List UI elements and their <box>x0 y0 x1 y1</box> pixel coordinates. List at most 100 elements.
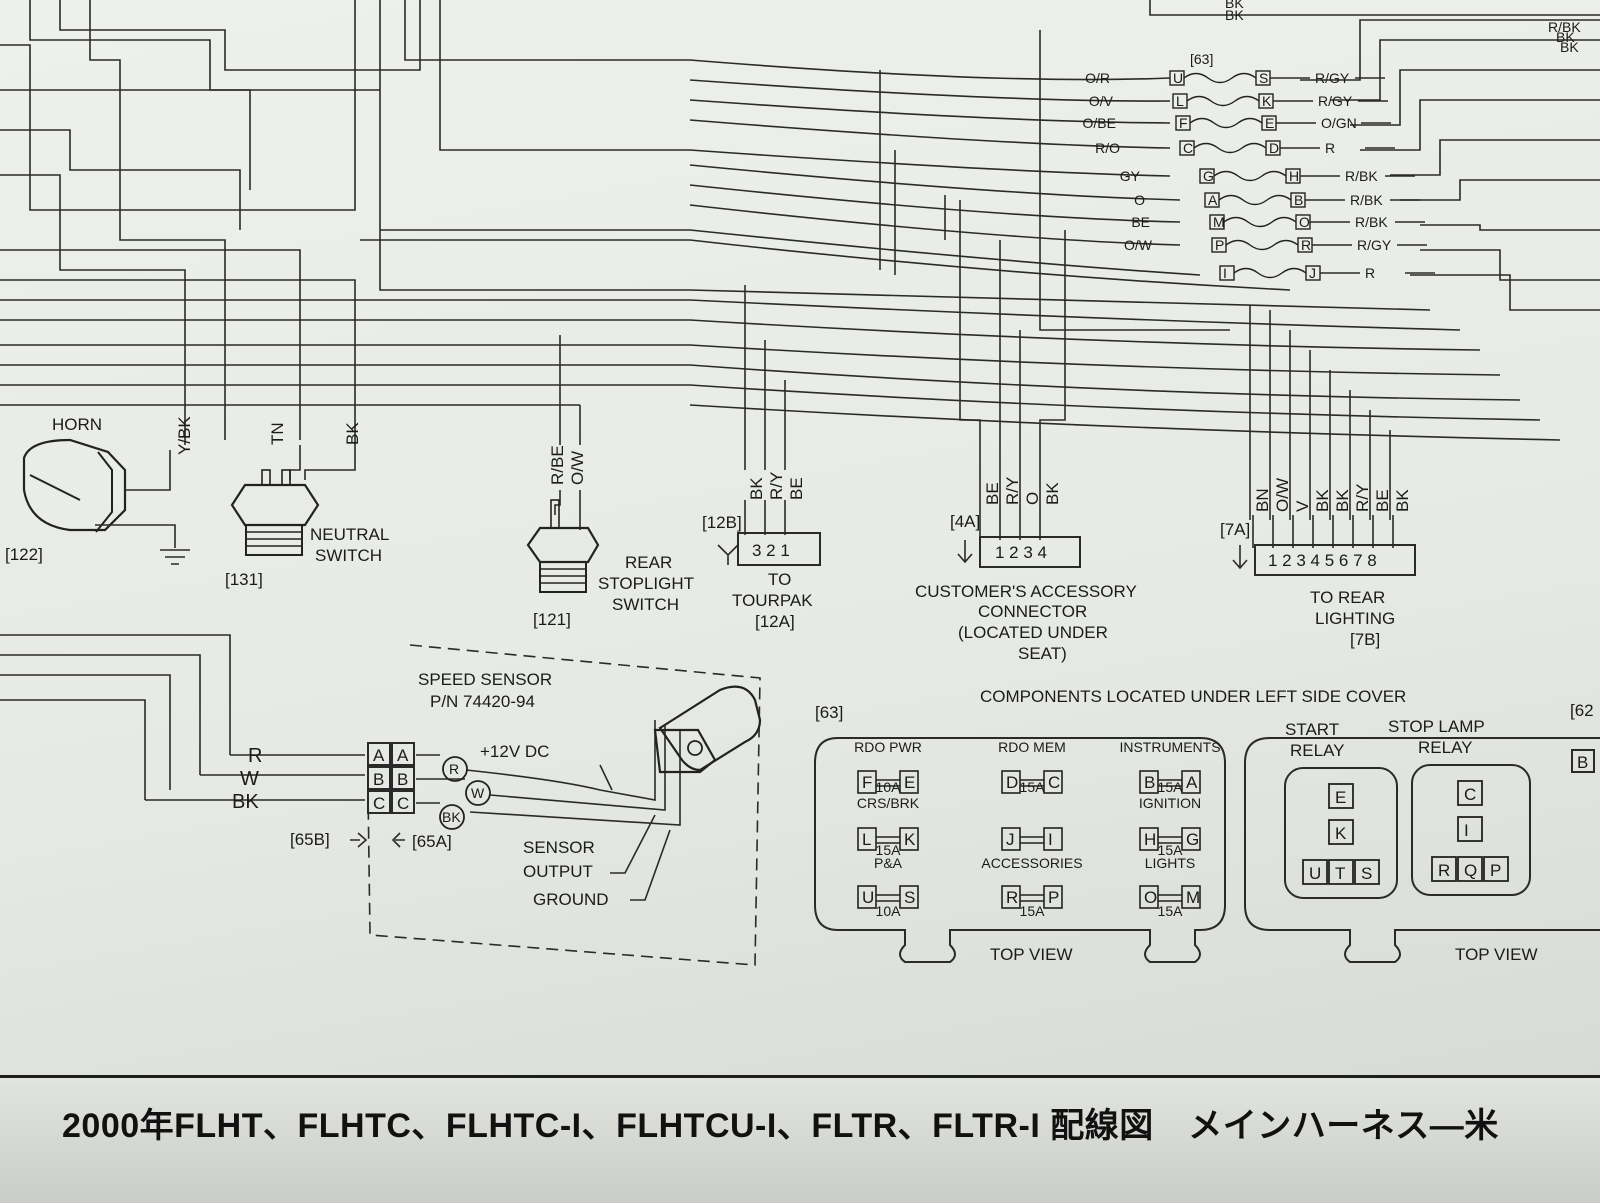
accessory-label-1: CUSTOMER'S ACCESSORY <box>915 582 1137 601</box>
accessory-ref: [4A] <box>950 512 980 531</box>
rear-lighting-wire: V <box>1293 500 1312 512</box>
relay-pin: T <box>1328 859 1354 885</box>
footer-title-bar: 2000年FLHT、FLHTC、FLHTC-I、FLHTCU-I、FLTR、FL… <box>0 1075 1600 1203</box>
horn-component: HORN Y/BK [122] <box>5 415 194 565</box>
start-relay-label-2: RELAY <box>1290 741 1345 760</box>
fuse-amp: 15A <box>1158 903 1184 919</box>
fuse-name: LIGHTS <box>1145 855 1196 871</box>
speed-sensor-icon <box>653 685 762 774</box>
relay-pin: R <box>1431 856 1457 882</box>
svg-text:P: P <box>1490 861 1501 880</box>
svg-text:C: C <box>1464 785 1476 804</box>
fuse-name: RDO MEM <box>998 739 1066 755</box>
stoplight-label-3: SWITCH <box>612 595 679 614</box>
fuse-pin-a: B <box>1144 773 1155 792</box>
fuse-pin-a: L <box>862 830 871 849</box>
fuse-block-ref: [63] <box>815 703 843 722</box>
fuse-row-right-wire: R/GY <box>1318 93 1353 109</box>
fuse-row-right-wire: R/BK <box>1350 192 1383 208</box>
speed-circle-w: W <box>471 785 485 801</box>
svg-text:A: A <box>397 746 409 765</box>
rear-lighting-plug <box>1254 544 1416 576</box>
tourpak-label-2: TOURPAK <box>732 591 813 610</box>
rear-lighting-wire: BK <box>1333 489 1352 512</box>
fuse-block-view: TOP VIEW <box>990 945 1073 964</box>
relay-pin: P <box>1483 856 1509 882</box>
fuse-row-left-wire: O/V <box>1089 93 1114 109</box>
fuse-name: RDO PWR <box>854 739 922 755</box>
tourpak-ref-top: [12B] <box>702 513 742 532</box>
start-relay <box>1284 767 1398 899</box>
fuse-row-pin-a: F <box>1179 115 1188 131</box>
stoplight-switch-icon <box>526 499 600 593</box>
neutral-switch-icon <box>230 469 320 556</box>
stoplight-label-1: REAR <box>625 553 672 572</box>
speed-sensor-label-1: SPEED SENSOR <box>418 670 552 689</box>
fuse-block-outline <box>814 737 1226 963</box>
tourpak-pins: 3 2 1 <box>752 541 790 560</box>
speed-sensor-label-2: P/N 74420-94 <box>430 692 535 711</box>
relay-pin: E <box>1328 783 1354 809</box>
fuse-row-pin-a: C <box>1183 140 1193 156</box>
relay-edge-pin: B <box>1577 753 1588 772</box>
fuse-row-left-wire: O <box>1134 192 1145 208</box>
svg-text:E: E <box>1335 788 1346 807</box>
fuse-name: ACCESSORIES <box>981 855 1082 871</box>
tourpak-wire: R/Y <box>767 472 786 500</box>
accessory-plug <box>979 536 1081 568</box>
fuse-row-left-wire: O/R <box>1085 70 1110 86</box>
accessory-label-4: SEAT) <box>1018 644 1067 663</box>
harness-wires-left <box>0 0 690 445</box>
rear-lighting-wire: R/Y <box>1353 484 1372 512</box>
svg-text:U: U <box>1309 864 1321 883</box>
harness-wires-right <box>689 0 1600 520</box>
fuse-pin-a: F <box>862 773 872 792</box>
rear-stoplight-component: R/BE O/W REAR STOPLIGHT SWITCH [121] <box>526 445 694 629</box>
accessory-pins: 1 2 3 4 <box>995 543 1047 562</box>
speed-out-label-2: OUTPUT <box>523 862 593 881</box>
svg-text:C: C <box>373 794 385 813</box>
svg-text:B: B <box>373 770 384 789</box>
edge-wire-label: BK <box>1560 39 1579 55</box>
fuse-row-pin-b: D <box>1269 140 1279 156</box>
fuse-pin-a: U <box>862 888 874 907</box>
fuse-row-pin-a: L <box>1176 93 1184 109</box>
fuse-row-left-wire: BE <box>1131 214 1150 230</box>
components-title: COMPONENTS LOCATED UNDER LEFT SIDE COVER <box>980 687 1406 706</box>
fuse-pin-b: A <box>1186 773 1198 792</box>
speed-ref-b: [65B] <box>290 830 330 849</box>
fuse-amp: 15A <box>1020 779 1046 795</box>
rear-lighting-pins: 1 2 3 4 5 6 7 8 <box>1268 551 1377 570</box>
footer-title: 2000年FLHT、FLHTC、FLHTC-I、FLHTCU-I、FLTR、FL… <box>62 1107 1499 1145</box>
fuse-rows-ref: [63] <box>1190 51 1213 67</box>
fuse-row-pin-a: M <box>1213 214 1225 230</box>
svg-text:B: B <box>397 770 408 789</box>
speed-ground-label: GROUND <box>533 890 609 909</box>
relay-edge-ref: [62 <box>1570 701 1594 720</box>
neutral-label-2: SWITCH <box>315 546 382 565</box>
rear-lighting-wire: BK <box>1313 489 1332 512</box>
svg-text:A: A <box>373 746 385 765</box>
fuse-amp: 10A <box>876 903 902 919</box>
fuse-name: INSTRUMENTS <box>1119 739 1220 755</box>
relay-pin: S <box>1354 859 1380 885</box>
neutral-switch-component: TN BK NEUTRAL SWITCH [131] <box>225 422 389 589</box>
tourpak-connector: BK R/Y BE [12B] 3 2 1 TO TOURPAK [12A] <box>702 472 821 631</box>
neutral-ref: [131] <box>225 570 263 589</box>
fuse-row-pin-a: I <box>1223 265 1227 281</box>
fuse-name: CRS/BRK <box>857 795 920 811</box>
accessory-wire: BK <box>1043 482 1062 505</box>
fuse-pin-a: D <box>1006 773 1018 792</box>
speed-out-label-1: SENSOR <box>523 838 595 857</box>
fuse-row-pin-a: G <box>1203 168 1214 184</box>
